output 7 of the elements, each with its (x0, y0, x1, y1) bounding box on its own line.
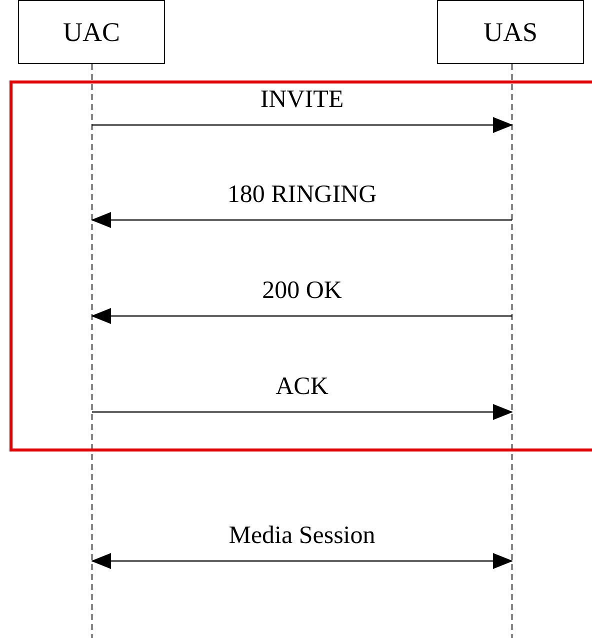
participant-box: UAC (18, 0, 165, 64)
message-arrow (91, 553, 513, 569)
message-arrow (92, 404, 513, 420)
message-arrow (91, 308, 512, 324)
message-arrow (92, 117, 513, 133)
message-arrow (91, 212, 512, 228)
participant-box: UAS (437, 0, 584, 64)
